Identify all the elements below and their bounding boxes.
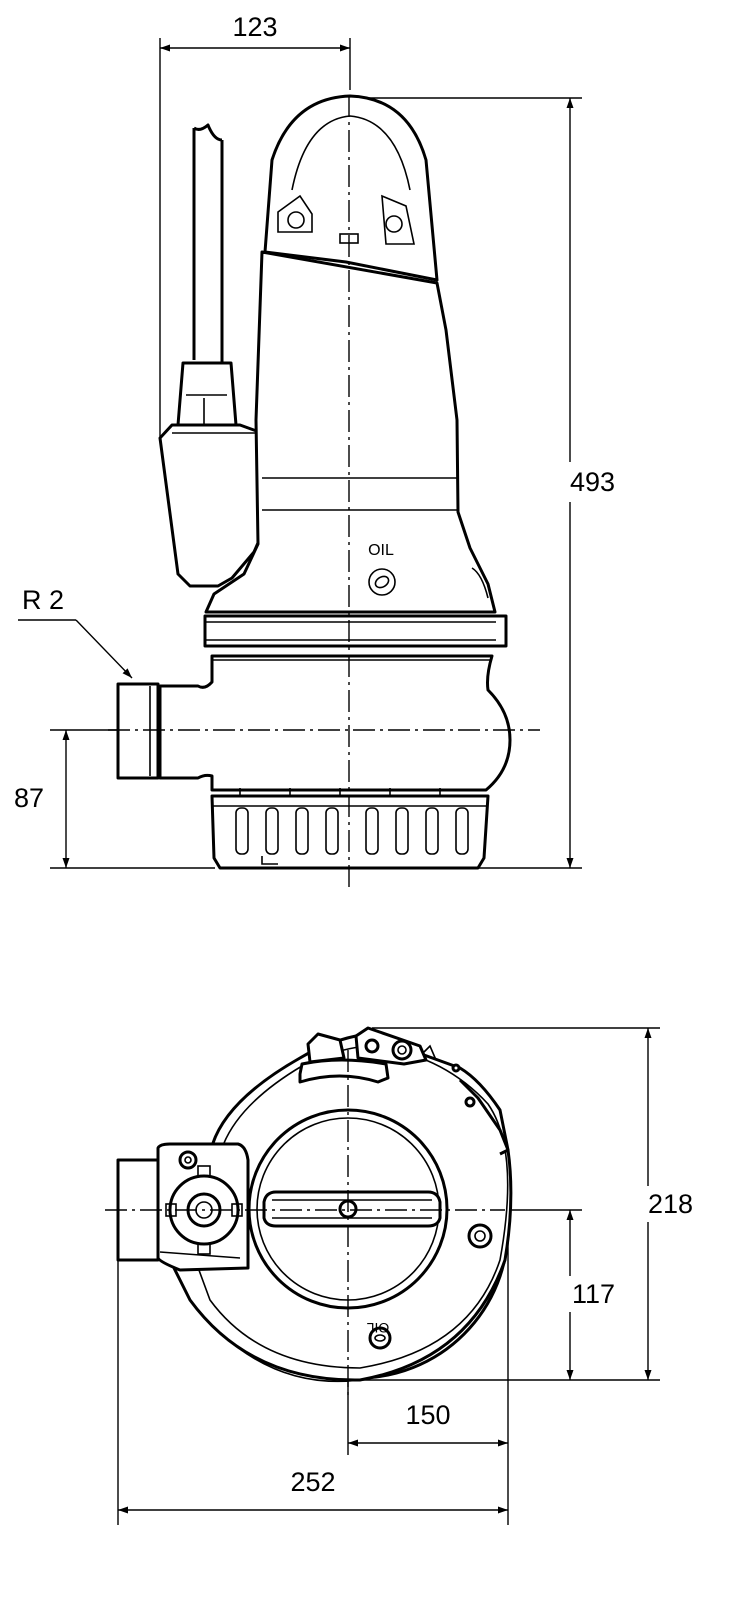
top-oil-plug: OIL [367, 1320, 392, 1350]
dim-label-218: 218 [648, 1189, 693, 1219]
dimension-123: 123 [159, 12, 351, 440]
top-handle [298, 1026, 510, 1156]
dimension-87: 87 [14, 729, 215, 869]
lifting-handle [263, 94, 439, 282]
dimension-218: 218 [348, 1027, 706, 1381]
motor-housing [204, 250, 497, 614]
oil-plug: OIL [368, 542, 396, 596]
dimension-493: 493 [350, 97, 626, 869]
mounting-flange [203, 614, 508, 648]
dim-label-493: 493 [570, 467, 615, 497]
outlet-leader: R 2 [18, 585, 133, 679]
power-cable [176, 123, 238, 460]
dimension-252: 252 [117, 1258, 508, 1525]
top-outlet [116, 1142, 250, 1272]
discharge-outlet [116, 682, 161, 780]
dim-label-150: 150 [405, 1400, 450, 1430]
side-view: 123 493 87 R 2 [14, 12, 626, 890]
top-side-plug [467, 1223, 493, 1249]
oil-label: OIL [368, 542, 394, 559]
dim-label-123: 123 [232, 12, 277, 42]
dim-label-87: 87 [14, 783, 44, 813]
dimension-117: 117 [490, 1209, 628, 1380]
center-bar [262, 1190, 442, 1228]
outlet-label: R 2 [22, 585, 64, 615]
inlet-strainer [210, 788, 490, 870]
pump-casing [158, 654, 512, 792]
dim-label-252: 252 [290, 1467, 335, 1497]
top-oil-label: OIL [367, 1320, 390, 1336]
dim-label-117: 117 [572, 1279, 615, 1309]
top-view: 218 117 150 252 [105, 1026, 706, 1525]
